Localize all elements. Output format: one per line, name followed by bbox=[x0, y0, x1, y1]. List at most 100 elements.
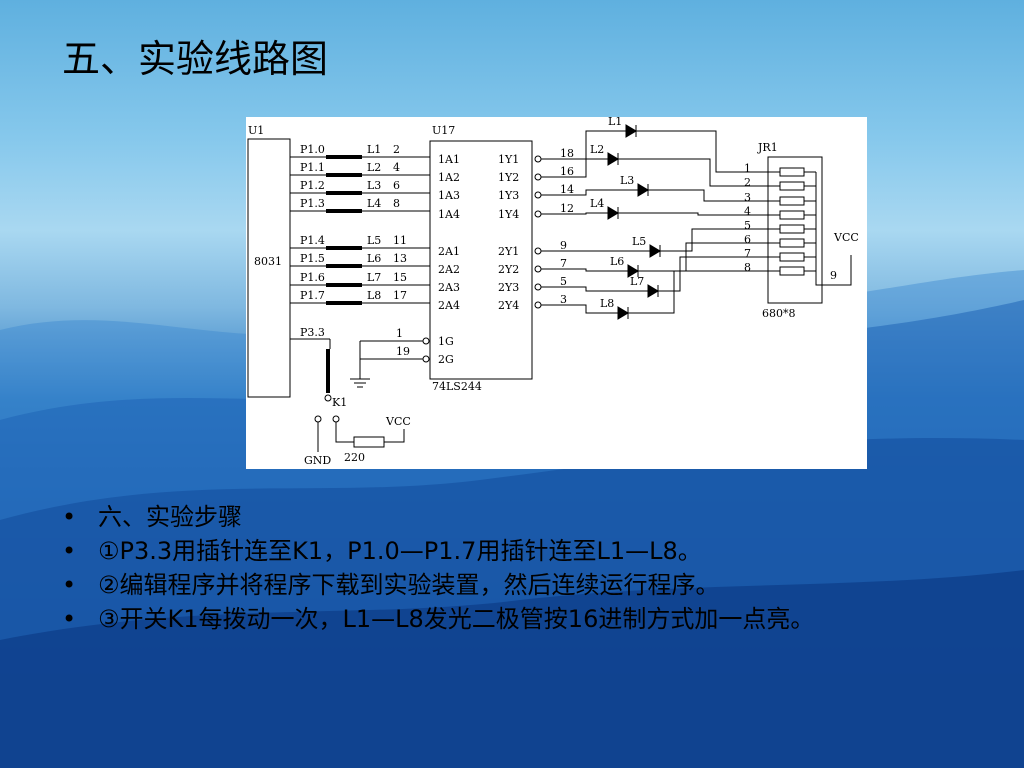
l-header-label: L1 bbox=[367, 143, 381, 156]
led-to-jr1-wire bbox=[636, 130, 752, 173]
led-label: L5 bbox=[632, 235, 646, 248]
bullet-text: 六、实验步骤 bbox=[98, 503, 242, 531]
bullet-dot: • bbox=[62, 537, 77, 565]
u17-output-label: 1Y3 bbox=[498, 189, 519, 202]
jr1-pin-label: 5 bbox=[744, 219, 751, 232]
jr1-pin-label: 4 bbox=[744, 205, 751, 218]
jr1-label: JR1 bbox=[757, 141, 778, 154]
output-bubble bbox=[534, 265, 542, 273]
enable-label: 2G bbox=[438, 353, 454, 366]
l-header-label: L4 bbox=[367, 197, 381, 210]
jr1-resistor bbox=[779, 167, 805, 177]
led-diode bbox=[637, 183, 649, 197]
jr1-pin-label: 6 bbox=[744, 233, 751, 246]
jr1-pin-label: 2 bbox=[744, 176, 751, 189]
enable-bubble bbox=[422, 355, 430, 363]
u17-input-label: 2A3 bbox=[438, 281, 460, 294]
output-bubble bbox=[534, 210, 542, 218]
l-header-label: L2 bbox=[367, 161, 381, 174]
led-wire bbox=[541, 286, 648, 292]
bullet-item: • 六、实验步骤 bbox=[62, 500, 1002, 534]
jr1-resistor bbox=[779, 252, 805, 262]
led-diode bbox=[607, 152, 619, 166]
u1-box bbox=[247, 138, 291, 398]
jr1-pin-label: 7 bbox=[744, 247, 751, 260]
u17-box bbox=[429, 140, 533, 380]
l-header-pin-label: 4 bbox=[393, 161, 400, 174]
u17-output-label: 2Y3 bbox=[498, 281, 519, 294]
p1-pin-label: P1.3 bbox=[300, 197, 325, 210]
led-label: L8 bbox=[600, 297, 614, 310]
u17-input-label: 2A2 bbox=[438, 263, 460, 276]
l-header-pin-label: 11 bbox=[393, 234, 407, 247]
p1-pin-label: P1.0 bbox=[300, 143, 325, 156]
led-wire bbox=[541, 268, 628, 272]
u17-part-label: 74LS244 bbox=[432, 380, 482, 393]
l-header-label: L6 bbox=[367, 252, 381, 265]
vcc-wire bbox=[384, 429, 405, 443]
enable-pin-label: 1 bbox=[396, 327, 403, 340]
u17-input-label: 1A1 bbox=[438, 153, 460, 166]
switch-label: K1 bbox=[332, 396, 347, 409]
bullet-item: • ①P3.3用插针连至K1，P1.0—P1.7用插针连至L1—L8。 bbox=[62, 534, 1002, 568]
enable-pin-label: 19 bbox=[396, 345, 410, 358]
l-header-pin-label: 8 bbox=[393, 197, 400, 210]
led-to-jr1-wire bbox=[618, 158, 752, 187]
jr1-vcc-label: VCC bbox=[833, 231, 859, 244]
output-pin-label: 9 bbox=[560, 239, 567, 252]
led-label: L7 bbox=[630, 275, 644, 288]
bullet-text: ②编辑程序并将程序下载到实验装置，然后连续运行程序。 bbox=[98, 571, 720, 599]
jr1-resistor bbox=[779, 181, 805, 191]
led-diode bbox=[649, 244, 661, 258]
enable-label: 1G bbox=[438, 335, 454, 348]
l-header-pin-label: 13 bbox=[393, 252, 407, 265]
u17-input-label: 1A3 bbox=[438, 189, 460, 202]
bullet-list: • 六、实验步骤 • ①P3.3用插针连至K1，P1.0—P1.7用插针连至L1—L… bbox=[62, 500, 1002, 636]
bullet-item: •②编辑程序并将程序下载到实验装置，然后连续运行程序。 bbox=[62, 568, 1002, 602]
p3-pin-label: P3.3 bbox=[300, 326, 325, 339]
u17-input-label: 2A1 bbox=[438, 245, 460, 258]
jr1-part-label: 680*8 bbox=[762, 307, 796, 320]
p1-pin-label: P1.7 bbox=[300, 289, 325, 302]
output-pin-label: 14 bbox=[560, 183, 574, 196]
u17-output-label: 1Y2 bbox=[498, 171, 519, 184]
led-to-jr1-wire bbox=[648, 189, 752, 202]
led-wire bbox=[541, 304, 618, 314]
bullet-dot: • bbox=[62, 605, 77, 633]
p1-pin-label: P1.5 bbox=[300, 252, 325, 265]
bullet-dot: • bbox=[62, 503, 77, 531]
jr1-pin-label: 1 bbox=[744, 162, 751, 175]
jr1-common-pin-label: 9 bbox=[830, 269, 837, 282]
led-diode bbox=[617, 306, 629, 320]
enable-bubble bbox=[422, 337, 430, 345]
switch-vcc-label: VCC bbox=[385, 415, 411, 428]
u1-label: U1 bbox=[248, 124, 264, 137]
output-bubble bbox=[534, 283, 542, 291]
led-diode bbox=[647, 284, 659, 298]
p1-pin-label: P1.4 bbox=[300, 234, 325, 247]
p1-pin-label: P1.2 bbox=[300, 179, 325, 192]
output-pin-label: 3 bbox=[560, 293, 567, 306]
u17-output-label: 2Y1 bbox=[498, 245, 519, 258]
output-bubble bbox=[534, 191, 542, 199]
output-bubble bbox=[534, 173, 542, 181]
jr1-box bbox=[767, 156, 823, 304]
u17-input-label: 1A2 bbox=[438, 171, 460, 184]
jr1-common-wire bbox=[815, 172, 852, 286]
vcc-wire bbox=[335, 422, 354, 443]
led-to-jr1-wire bbox=[628, 270, 752, 314]
l-header-pin-label: 2 bbox=[393, 143, 400, 156]
output-pin-label: 18 bbox=[560, 147, 574, 160]
jr1-pin-label: 3 bbox=[744, 191, 751, 204]
output-pin-label: 12 bbox=[560, 202, 574, 215]
led-label: L1 bbox=[608, 117, 622, 128]
led-diode bbox=[627, 264, 639, 278]
resistor-220 bbox=[353, 436, 385, 448]
switch-pin bbox=[314, 415, 322, 423]
l-header-pin-label: 15 bbox=[393, 271, 407, 284]
l-header-label: L3 bbox=[367, 179, 381, 192]
bullet-text: ①P3.3用插针连至K1，P1.0—P1.7用插针连至L1—L8。 bbox=[98, 537, 702, 565]
led-to-jr1-wire bbox=[660, 228, 752, 252]
output-pin-label: 16 bbox=[560, 165, 574, 178]
u17-input-label: 1A4 bbox=[438, 208, 460, 221]
